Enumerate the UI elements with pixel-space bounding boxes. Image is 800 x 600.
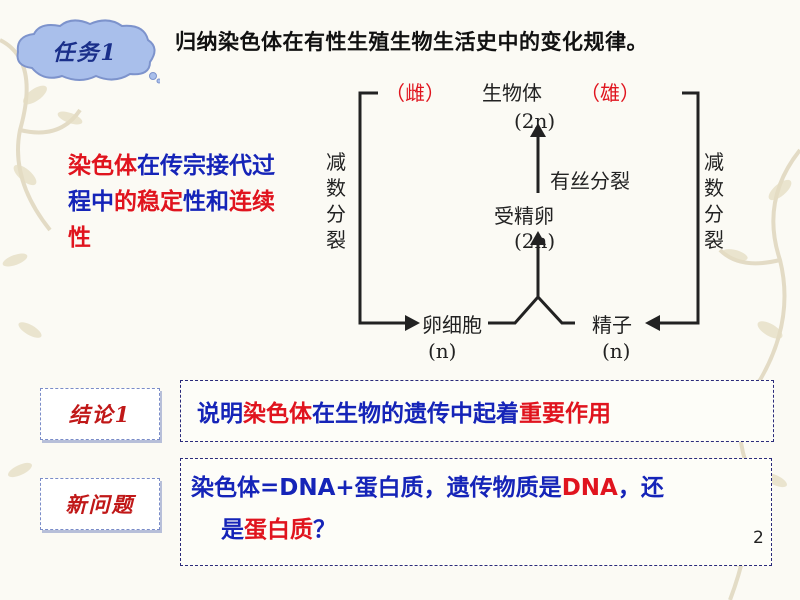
- organism-ploidy: (2n): [514, 109, 556, 133]
- page-number: 2: [753, 528, 764, 548]
- cloud-shape-icon: [16, 19, 162, 84]
- sperm-label: 精子: [592, 313, 632, 337]
- left-meiosis-label: 减 数 分 裂: [326, 150, 346, 252]
- conclusion-box: 说明染色体在生物的遗传中起着重要作用: [180, 380, 774, 442]
- organism-label: 生物体: [482, 81, 542, 105]
- mitosis-label: 有丝分裂: [550, 169, 630, 193]
- question-box: 染色体=DNA+蛋白质，遗传物质是DNA，还是蛋白质？: [180, 458, 772, 566]
- diagram-lines: [358, 91, 700, 331]
- male-label: （雄）: [580, 81, 640, 105]
- task-badge: 任务1: [10, 18, 162, 84]
- zygote-label: 受精卵: [494, 204, 554, 228]
- female-label: （雌）: [385, 81, 445, 105]
- sperm-ploidy: (n): [602, 339, 631, 363]
- egg-label: 卵细胞: [422, 313, 482, 337]
- zygote-ploidy: (2n): [514, 229, 556, 253]
- life-cycle-diagram: （雌） 生物体 (2n) （雄） 减 数 分 裂 减 数 分 裂 有丝分裂 受精…: [310, 65, 750, 370]
- conclusion-text: 说明染色体在生物的遗传中起着重要作用: [197, 401, 611, 427]
- new-question-tag: 新问题: [40, 478, 160, 530]
- conclusion-tag: 结论1: [40, 388, 160, 440]
- side-note: 染色体在传宗接代过程中的稳定性和连续性: [68, 153, 275, 251]
- task-title: 归纳染色体在有性生殖生物生活史中的变化规律。: [175, 30, 648, 54]
- egg-ploidy: (n): [428, 339, 457, 363]
- question-text: 染色体=DNA+蛋白质，遗传物质是DNA，还是蛋白质？: [191, 475, 664, 543]
- task-badge-label: 任务1: [52, 40, 118, 66]
- right-meiosis-label: 减 数 分 裂: [704, 150, 724, 252]
